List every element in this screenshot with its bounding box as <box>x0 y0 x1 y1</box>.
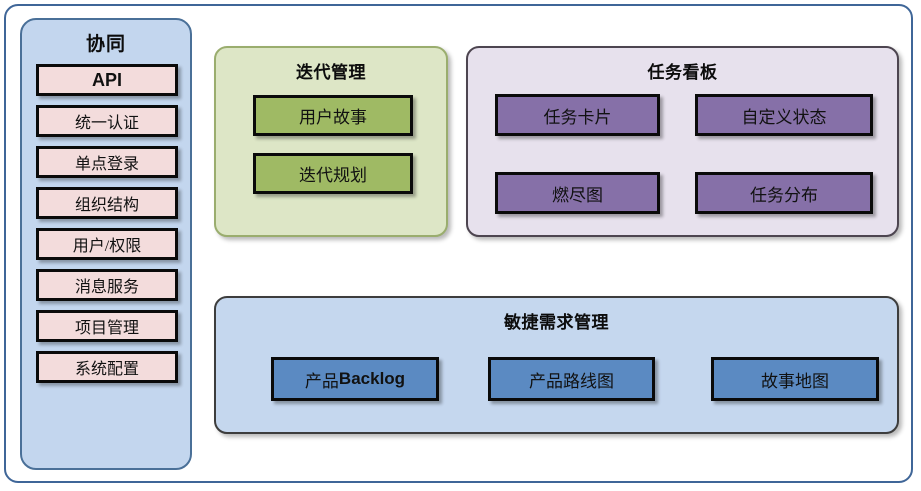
sidebar-title: 协同 <box>85 34 126 55</box>
panel-taskboard-title: 任务看板 <box>647 63 718 82</box>
panel-iteration-title: 迭代管理 <box>296 63 366 82</box>
chip-user-story[interactable]: 用户故事 <box>253 95 413 136</box>
sidebar-item-message-service[interactable]: 消息服务 <box>36 269 178 301</box>
chip-task-distribution[interactable]: 任务分布 <box>695 172 873 214</box>
chip-custom-status[interactable]: 自定义状态 <box>695 94 873 136</box>
sidebar-item-list: API 统一认证 单点登录 组织结构 用户/权限 消息服务 项目管理 系统配置 <box>36 64 178 392</box>
sidebar-item-user-permission[interactable]: 用户/权限 <box>36 228 178 260</box>
chip-task-card[interactable]: 任务卡片 <box>495 94 660 136</box>
sidebar-item-api[interactable]: API <box>36 64 178 96</box>
sidebar-item-sso[interactable]: 单点登录 <box>36 146 178 178</box>
panel-task-board: 任务看板 任务卡片 自定义状态 燃尽图 任务分布 <box>466 46 899 237</box>
sidebar-item-project-management[interactable]: 项目管理 <box>36 310 178 342</box>
panel-agile-title: 敏捷需求管理 <box>504 313 609 332</box>
sidebar-item-system-config[interactable]: 系统配置 <box>36 351 178 383</box>
chip-burndown-chart[interactable]: 燃尽图 <box>495 172 660 214</box>
sidebar-panel-collaboration: 协同 API 统一认证 单点登录 组织结构 用户/权限 消息服务 项目管理 系统… <box>20 18 192 470</box>
chip-product-roadmap[interactable]: 产品路线图 <box>488 357 655 401</box>
chip-story-map[interactable]: 故事地图 <box>711 357 879 401</box>
sidebar-item-org-structure[interactable]: 组织结构 <box>36 187 178 219</box>
panel-iteration-management: 迭代管理 用户故事 迭代规划 <box>214 46 448 237</box>
chip-iteration-planning[interactable]: 迭代规划 <box>253 153 413 194</box>
sidebar-item-unified-auth[interactable]: 统一认证 <box>36 105 178 137</box>
